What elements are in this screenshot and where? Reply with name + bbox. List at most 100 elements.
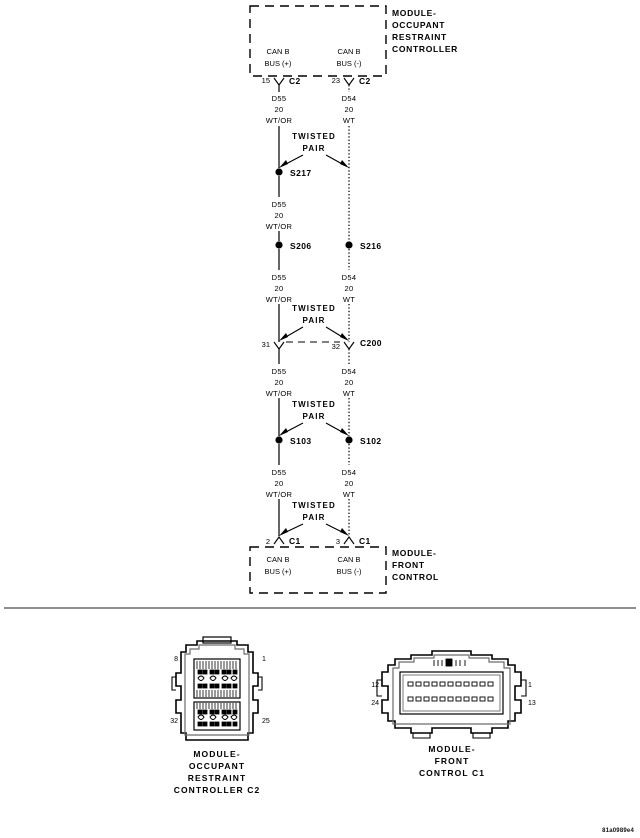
splice-label-s102: S102 — [360, 436, 381, 446]
wire-labels-segment-3: D55 20 WT/OR D54 20 WT — [266, 273, 357, 304]
module-front-control: CAN B BUS (+) CAN B BUS (-) MODULE- FRON… — [249, 546, 439, 594]
wire-gauge-seg1-left: 20 — [275, 105, 284, 114]
c2-right-lock-tab — [258, 676, 263, 691]
twisted-pair-2-line2: PAIR — [303, 316, 326, 325]
top-bus-right-line1: CAN B — [338, 47, 361, 56]
connector-label-c2-right: C2 — [359, 76, 371, 86]
bottom-bus-right-line2: BUS (-) — [337, 567, 363, 576]
c1-pin-top-left: 12 — [371, 682, 379, 689]
bottom-bus-left-line1: CAN B — [267, 555, 290, 564]
bottom-module-title-line2: FRONT — [392, 560, 425, 570]
wire-circuit-seg1-left: D55 — [272, 94, 287, 103]
c1-housing-inner — [392, 654, 511, 725]
bottom-module-title-line3: CONTROL — [392, 572, 439, 582]
c2-pin-top-left: 8 — [174, 656, 178, 663]
connector-label-c1-left: C1 — [289, 536, 301, 546]
wire-circuit-seg3-right: D54 — [342, 273, 357, 282]
pin-symbol-c2-right — [343, 77, 355, 86]
c2-caption-line1: MODULE- — [193, 749, 240, 759]
c2-caption-line2: OCCUPANT — [189, 761, 245, 771]
twisted-pair-annotation-4: TWISTED PAIR — [279, 501, 349, 536]
splice-s217: S217 — [275, 168, 311, 178]
twisted-pair-1-arrowhead-left — [279, 160, 288, 168]
top-bus-left-line2: BUS (+) — [265, 59, 292, 68]
top-module-title-line4: CONTROLLER — [392, 44, 458, 54]
wire-color-seg5-left: WT/OR — [266, 490, 293, 499]
twisted-pair-1-line2: PAIR — [303, 144, 326, 153]
twisted-pair-3-arrowhead-right — [340, 428, 349, 436]
pin-symbol-c2-left — [273, 77, 285, 86]
wire-circuit-seg4-right: D54 — [342, 367, 357, 376]
twisted-pair-2-arrowhead-left — [279, 333, 288, 341]
twisted-pair-1-line1: TWISTED — [292, 132, 336, 141]
c2-pin-bottom-left: 32 — [170, 718, 178, 725]
connector-c2-top: 15 C2 23 C2 — [262, 76, 371, 86]
twisted-pair-4-line1: TWISTED — [292, 501, 336, 510]
wire-color-seg5-right: WT — [343, 490, 355, 499]
pin-number-c200-left: 31 — [262, 340, 270, 349]
c2-terminals-lower — [196, 703, 238, 727]
twisted-pair-2-line1: TWISTED — [292, 304, 336, 313]
module-box-top — [249, 5, 387, 77]
splice-label-s216: S216 — [360, 241, 381, 251]
splice-dot-s217 — [275, 168, 283, 176]
c1-caption-line3: CONTROL C1 — [419, 768, 485, 778]
c2-latch-tab — [202, 636, 232, 644]
connector-label-c1-right: C1 — [359, 536, 371, 546]
pin-symbol-c200-left — [273, 341, 285, 350]
wire-circuit-seg4-left: D55 — [272, 367, 287, 376]
splice-label-s206: S206 — [290, 241, 311, 251]
wire-gauge-seg4-left: 20 — [275, 378, 284, 387]
c1-pin-bottom-left: 24 — [371, 700, 379, 707]
top-module-title-line1: MODULE- — [392, 8, 437, 18]
pin-symbol-c1-left — [273, 536, 285, 545]
pin-number-c1-left: 2 — [266, 537, 270, 546]
wire-gauge-seg3-right: 20 — [345, 284, 354, 293]
wire-color-seg3-right: WT — [343, 295, 355, 304]
c2-left-lock-tab — [171, 676, 176, 691]
twisted-pair-annotation-1: TWISTED PAIR — [279, 132, 349, 168]
top-module-title-line2: OCCUPANT — [392, 20, 445, 30]
pin-symbol-c1-right — [343, 536, 355, 545]
wire-circuit-seg2-left: D55 — [272, 200, 287, 209]
connector-view-c2: 8 1 32 25 MODULE- OCCUPANT RESTRAINT CON… — [170, 636, 270, 795]
pin-number-c1-right: 3 — [336, 537, 340, 546]
twisted-pair-4-arrowhead-right — [340, 528, 349, 536]
wire-color-seg1-right: WT — [343, 116, 355, 125]
wire-gauge-seg1-right: 20 — [345, 105, 354, 114]
twisted-pair-4-arrowhead-left — [279, 528, 288, 536]
wire-circuit-seg3-left: D55 — [272, 273, 287, 282]
twisted-pair-annotation-2: TWISTED PAIR — [279, 304, 349, 341]
c1-pin-bottom-right: 13 — [528, 700, 536, 707]
connector-label-c2-left: C2 — [289, 76, 301, 86]
wire-gauge-seg2-left: 20 — [275, 211, 284, 220]
wire-labels-segment-4: D55 20 WT/OR D54 20 WT — [266, 367, 357, 398]
wire-labels-segment-5: D55 20 WT/OR D54 20 WT — [266, 468, 356, 499]
twisted-pair-4-line2: PAIR — [303, 513, 326, 522]
top-module-title-line3: RESTRAINT — [392, 32, 447, 42]
c2-cavity-block-lower — [193, 701, 241, 731]
connector-c1-bottom: 2 C1 3 C1 — [266, 536, 371, 546]
module-occupant-restraint-controller: CAN B BUS (+) CAN B BUS (-) MODULE- OCCU… — [249, 5, 458, 77]
wire-color-seg4-left: WT/OR — [266, 389, 293, 398]
top-bus-right-line2: BUS (-) — [337, 59, 363, 68]
splice-dot-s216 — [345, 241, 353, 249]
c1-caption-line2: FRONT — [435, 756, 470, 766]
twisted-pair-3-arrowhead-left — [279, 428, 288, 436]
c1-foot-left — [412, 733, 431, 739]
bottom-module-title-line1: MODULE- — [392, 548, 437, 558]
wire-gauge-seg5-left: 20 — [275, 479, 284, 488]
c1-cavity-holes — [407, 681, 494, 702]
pin-number-c200-right: 32 — [332, 342, 340, 351]
c2-caption-line3: RESTRAINT — [188, 773, 247, 783]
twisted-pair-2-arrowhead-right — [340, 333, 349, 341]
connector-view-c1: 12 24 1 13 MODULE- FRONT CONTROL C1 — [371, 650, 536, 778]
bottom-bus-right-line1: CAN B — [338, 555, 361, 564]
splice-s206: S206 — [275, 241, 311, 251]
c1-caption-line1: MODULE- — [428, 744, 475, 754]
c2-terminals-upper — [196, 661, 238, 697]
splice-label-s103: S103 — [290, 436, 311, 446]
c1-left-lock-tab — [376, 679, 382, 697]
